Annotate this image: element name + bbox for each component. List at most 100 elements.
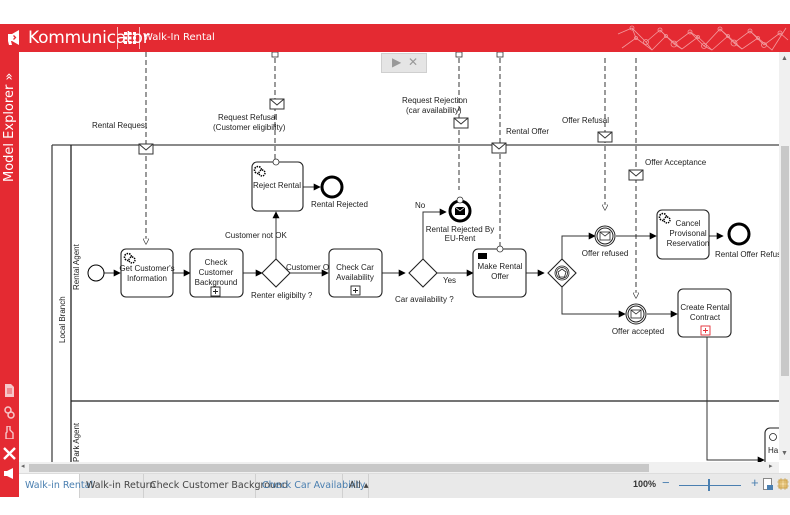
svg-text:Ha: Ha xyxy=(768,446,779,455)
top-bar: Kommunicator Walk-In Rental xyxy=(0,24,790,52)
svg-text:Get Customer's: Get Customer's xyxy=(119,264,174,273)
svg-text:Make Rental: Make Rental xyxy=(478,262,523,271)
tab-check-customer-background[interactable]: Check Customer Background xyxy=(144,474,288,498)
svg-text:Reservation: Reservation xyxy=(667,239,710,248)
task-make-rental-offer[interactable]: Make Rental Offer xyxy=(472,245,527,298)
pool-label: Local Branch xyxy=(58,296,67,343)
gateway-event-based[interactable] xyxy=(547,258,577,288)
intermediate-event-offer-accepted[interactable]: Offer accepted xyxy=(612,303,664,336)
tab-all-dropdown[interactable]: All ▴ xyxy=(343,474,369,498)
horizontal-scroll-thumb[interactable] xyxy=(29,464,649,472)
task-create-rental-contract[interactable]: Create Rental Contract xyxy=(677,288,732,338)
subprocess-expand-icon xyxy=(700,325,711,336)
model-explorer-toggle[interactable]: Model Explorer » xyxy=(2,72,17,182)
zoom-in-button[interactable]: + xyxy=(751,475,759,490)
close-button[interactable]: ✕ xyxy=(408,55,419,69)
zoom-out-button[interactable]: − xyxy=(662,475,670,490)
zoom-level: 100% xyxy=(633,479,657,489)
end-event-rental-rejected[interactable]: Rental Rejected xyxy=(311,175,368,209)
message-envelope-icon xyxy=(269,98,285,110)
flow-label-no: No xyxy=(415,201,426,210)
subprocess-expand-icon xyxy=(210,286,221,297)
end-event-rental-offer-refused[interactable]: Rental Offer Refuse xyxy=(715,222,779,259)
megaphone-icon[interactable] xyxy=(3,467,16,480)
scroll-up-icon[interactable]: ▲ xyxy=(781,55,788,62)
diagram-canvas[interactable]: Local Branch Rental Agent Park Agent Ren… xyxy=(19,52,779,462)
scroll-right-icon[interactable]: ▸ xyxy=(769,463,773,470)
hand-icon xyxy=(769,433,777,441)
tab-walk-in-return[interactable]: Walk-in Return xyxy=(80,474,155,498)
zoom-slider[interactable] xyxy=(679,485,741,486)
fit-to-page-icon[interactable] xyxy=(763,478,774,491)
svg-text:Reject Rental: Reject Rental xyxy=(253,181,301,190)
svg-text:Rental Rejected: Rental Rejected xyxy=(311,200,368,209)
bpmn-diagram[interactable]: Local Branch Rental Agent Park Agent Ren… xyxy=(19,52,779,462)
intermediate-event-offer-refused[interactable]: Offer refused xyxy=(582,225,629,258)
lane-label-rental-agent: Rental Agent xyxy=(72,243,81,290)
flow-label-yes: Yes xyxy=(443,276,456,285)
tab-walk-in-rental[interactable]: Walk-in Rental xyxy=(19,474,93,498)
message-envelope-icon xyxy=(628,169,644,181)
svg-text:Rental Offer Refuse: Rental Offer Refuse xyxy=(715,250,779,259)
horizontal-scrollbar[interactable]: ◂ ▸ xyxy=(19,462,779,473)
message-label-offer-acceptance: Offer Acceptance xyxy=(645,158,707,167)
svg-text:Check: Check xyxy=(205,258,229,267)
flow-label-customer-not-ok: Customer not OK xyxy=(225,231,287,240)
scroll-left-icon[interactable]: ◂ xyxy=(21,463,25,470)
svg-text:Information: Information xyxy=(127,274,167,283)
zoom-slider-thumb[interactable] xyxy=(708,479,710,491)
gateway-renter-eligibility[interactable]: Renter eligibilty ? xyxy=(251,258,313,300)
vertical-scrollbar[interactable]: ▲ ▼ xyxy=(779,52,790,460)
model-name: Walk-In Rental xyxy=(143,32,215,43)
bottle-icon[interactable] xyxy=(3,426,16,439)
svg-text:Provisonal: Provisonal xyxy=(669,229,707,238)
pool-local-branch: Local Branch Rental Agent Park Agent xyxy=(51,144,779,462)
task-cancel-provisional-reservation[interactable]: Cancel Provisonal Reservation xyxy=(656,209,710,260)
link-icon[interactable] xyxy=(3,406,16,419)
task-reject-rental[interactable]: Reject Rental xyxy=(251,158,304,212)
message-label-rental-request: Rental Request xyxy=(92,121,148,130)
tab-check-car-availability[interactable]: Check Car Availability xyxy=(256,474,365,498)
svg-text:Contract: Contract xyxy=(690,313,721,322)
svg-text:Create Rental: Create Rental xyxy=(680,303,730,312)
sidebar: Model Explorer » xyxy=(0,52,19,497)
network-pattern-decoration xyxy=(617,25,789,51)
scroll-down-icon[interactable]: ▼ xyxy=(781,450,788,457)
svg-text:Check Car: Check Car xyxy=(336,263,374,272)
svg-text:Offer accepted: Offer accepted xyxy=(612,327,664,336)
app-grid-icon[interactable] xyxy=(124,32,136,44)
svg-text:Background: Background xyxy=(195,278,238,287)
document-icon[interactable] xyxy=(3,384,16,397)
vertical-scroll-thumb[interactable] xyxy=(781,146,789,376)
svg-text:Availability: Availability xyxy=(336,273,374,282)
start-event[interactable] xyxy=(87,264,105,282)
message-envelope-icon xyxy=(138,143,154,155)
megaphone-logo-icon xyxy=(8,30,19,45)
message-label-request-refusal: Request Refusal xyxy=(218,113,277,122)
play-button[interactable]: ▶ xyxy=(392,55,402,69)
message-label-rental-offer: Rental Offer xyxy=(506,127,549,136)
message-label-request-refusal-sub: (Customer eligibility) xyxy=(213,123,286,132)
tools-icon[interactable] xyxy=(3,447,16,460)
task-check-customer-background[interactable]: Check Customer Background xyxy=(189,248,244,298)
flow-label-customer-ok: Customer OK xyxy=(286,263,335,272)
svg-text:Car availability ?: Car availability ? xyxy=(395,295,454,304)
message-envelope-icon xyxy=(597,131,613,143)
gateway-car-availability[interactable]: Car availability ? xyxy=(395,258,454,304)
pentagon-icon xyxy=(557,268,567,278)
divider xyxy=(139,27,140,49)
task-get-customer-information[interactable]: Get Customer's Information xyxy=(119,248,175,298)
task-handover-partial[interactable]: Ha xyxy=(764,427,779,462)
subprocess-expand-icon xyxy=(350,285,361,296)
run-controls: ▶ ✕ xyxy=(381,53,427,73)
grid-toggle-icon[interactable] xyxy=(777,478,789,490)
task-check-car-availability[interactable]: Check Car Availability xyxy=(328,248,383,298)
model-tab-bar: Walk-in Rental Walk-in Return Check Cust… xyxy=(19,473,790,498)
svg-text:Offer refused: Offer refused xyxy=(582,249,629,258)
svg-text:Offer: Offer xyxy=(491,272,509,281)
svg-text:Cancel: Cancel xyxy=(676,219,701,228)
message-label-request-rejection-sub: (car availability) xyxy=(406,106,462,115)
end-event-rental-rejected-by-eu-rent[interactable]: Rental Rejected By EU-Rent xyxy=(426,196,494,243)
message-envelope-icon xyxy=(491,142,507,154)
svg-text:Rental Rejected By: Rental Rejected By xyxy=(426,225,494,234)
